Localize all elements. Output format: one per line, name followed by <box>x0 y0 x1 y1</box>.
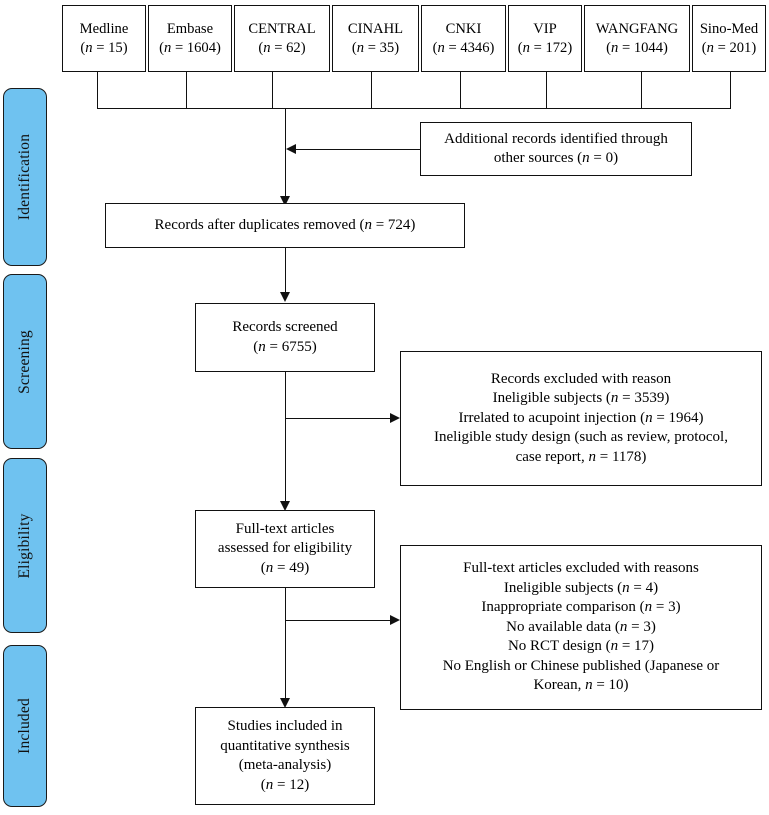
fulltext-excluded-line5: No RCT design (n = 17) <box>507 638 655 655</box>
database-count-central: (n = 62) <box>258 39 306 56</box>
records-excluded-line1: Records excluded with reason <box>490 370 672 387</box>
duplicates-removed-line1: Records after duplicates removed (n = 72… <box>154 216 416 233</box>
fulltext-assessed-box: Full-text articles assessed for eligibil… <box>195 510 375 588</box>
database-box-sinomed: Sino-Med (n = 201) <box>692 5 766 72</box>
connector-screened-to-fulltext <box>285 372 286 502</box>
database-box-cnki: CNKI (n = 4346) <box>421 5 506 72</box>
additional-records-box: Additional records identified through ot… <box>420 122 692 176</box>
stage-tab-eligibility: Eligibility <box>3 458 47 633</box>
database-box-medline: Medline (n = 15) <box>62 5 146 72</box>
fulltext-excluded-line4: No available data (n = 3) <box>506 618 656 635</box>
fulltext-excluded-line6: No English or Chinese published (Japanes… <box>442 657 720 674</box>
database-name-embase: Embase <box>166 21 214 38</box>
database-name-cnki: CNKI <box>445 21 482 38</box>
studies-included-box: Studies included in quantitative synthes… <box>195 707 375 805</box>
connector-trunk-identification <box>285 108 286 203</box>
stage-tab-screening: Screening <box>3 274 47 449</box>
arrowhead-to-fulltext-assessed <box>280 501 290 511</box>
connector-stub-embase <box>186 72 187 108</box>
database-box-vip: VIP (n = 172) <box>508 5 582 72</box>
studies-included-line1: Studies included in <box>227 718 343 734</box>
arrowhead-to-trunk-from-additional-records <box>286 143 296 154</box>
database-count-wangfang: (n = 1044) <box>606 39 668 56</box>
connector-stub-sinomed <box>730 72 731 108</box>
records-excluded-line2: Ineligible subjects (n = 3539) <box>492 390 670 407</box>
database-name-central: CENTRAL <box>248 21 316 38</box>
database-name-vip: VIP <box>533 21 557 38</box>
stage-tab-identification: Identification <box>3 88 47 266</box>
database-count-cnki: (n = 4346) <box>432 39 495 56</box>
database-count-embase: (n = 1604) <box>159 39 221 56</box>
database-name-medline: Medline <box>79 21 129 38</box>
arrowhead-to-records-screened <box>280 292 290 302</box>
connector-stub-central <box>272 72 273 108</box>
database-box-cinahl: CINAHL (n = 35) <box>332 5 419 72</box>
connector-to-records-excluded <box>286 418 391 419</box>
additional-records-line1: Additional records identified through <box>444 130 668 147</box>
fulltext-excluded-line7: Korean, n = 10) <box>533 677 629 694</box>
records-screened-box: Records screened (n = 6755) <box>195 303 375 372</box>
fulltext-excluded-line1: Full-text articles excluded with reasons <box>463 560 699 577</box>
studies-included-line2: quantitative synthesis <box>220 737 350 754</box>
stage-tab-identification-label: Identification <box>16 133 33 221</box>
database-count-sinomed: (n = 201) <box>701 39 757 56</box>
connector-duplicates-to-screened <box>285 248 286 293</box>
duplicates-removed-box: Records after duplicates removed (n = 72… <box>105 203 465 248</box>
connector-additional-records <box>295 149 420 150</box>
fulltext-assessed-line2: assessed for eligibility <box>217 540 353 557</box>
database-name-wangfang: WANGFANG <box>595 21 679 38</box>
connector-stub-cnki <box>460 72 461 108</box>
stage-tab-included: Included <box>3 645 47 807</box>
records-excluded-box: Records excluded with reason Ineligible … <box>400 351 762 486</box>
records-excluded-line5: case report, n = 1178) <box>515 448 647 465</box>
database-name-sinomed: Sino-Med <box>699 21 759 38</box>
database-name-cinahl: CINAHL <box>347 21 404 38</box>
connector-stub-cinahl <box>371 72 372 108</box>
arrowhead-to-records-excluded <box>390 412 400 423</box>
connector-stub-medline <box>97 72 98 108</box>
connector-stub-wangfang <box>641 72 642 108</box>
stage-tab-included-label: Included <box>16 698 33 754</box>
arrowhead-to-fulltext-excluded <box>390 614 400 625</box>
database-box-embase: Embase (n = 1604) <box>148 5 232 72</box>
fulltext-assessed-line3: (n = 49) <box>260 559 310 576</box>
database-box-wangfang: WANGFANG (n = 1044) <box>584 5 690 72</box>
fulltext-excluded-line2: Ineligible subjects (n = 4) <box>503 579 659 596</box>
fulltext-excluded-line3: Inappropriate comparison (n = 3) <box>481 599 681 616</box>
database-count-medline: (n = 15) <box>80 39 128 56</box>
database-count-vip: (n = 172) <box>517 39 573 56</box>
studies-included-line3: (meta-analysis) <box>238 757 332 773</box>
connector-bus-databases <box>97 108 731 109</box>
additional-records-line2: other sources (n = 0) <box>493 150 619 166</box>
arrowhead-to-studies-included <box>280 698 290 708</box>
stage-tab-screening-label: Screening <box>16 329 33 394</box>
database-box-central: CENTRAL (n = 62) <box>234 5 330 72</box>
database-count-cinahl: (n = 35) <box>351 39 400 56</box>
records-excluded-line4: Ineligible study design (such as review,… <box>434 429 728 446</box>
records-screened-line1: Records screened <box>232 319 338 335</box>
arrowhead-to-duplicates-box <box>280 196 290 206</box>
studies-included-line4: (n = 12) <box>260 776 310 793</box>
fulltext-excluded-box: Full-text articles excluded with reasons… <box>400 545 762 710</box>
connector-to-fulltext-excluded <box>286 620 391 621</box>
stage-tab-eligibility-label: Eligibility <box>16 512 33 579</box>
fulltext-assessed-line1: Full-text articles <box>235 520 335 537</box>
records-excluded-line3: Irrelated to acupoint injection (n = 196… <box>458 409 704 426</box>
connector-fulltext-to-included <box>285 588 286 699</box>
connector-stub-vip <box>546 72 547 108</box>
records-screened-line2: (n = 6755) <box>253 338 317 355</box>
